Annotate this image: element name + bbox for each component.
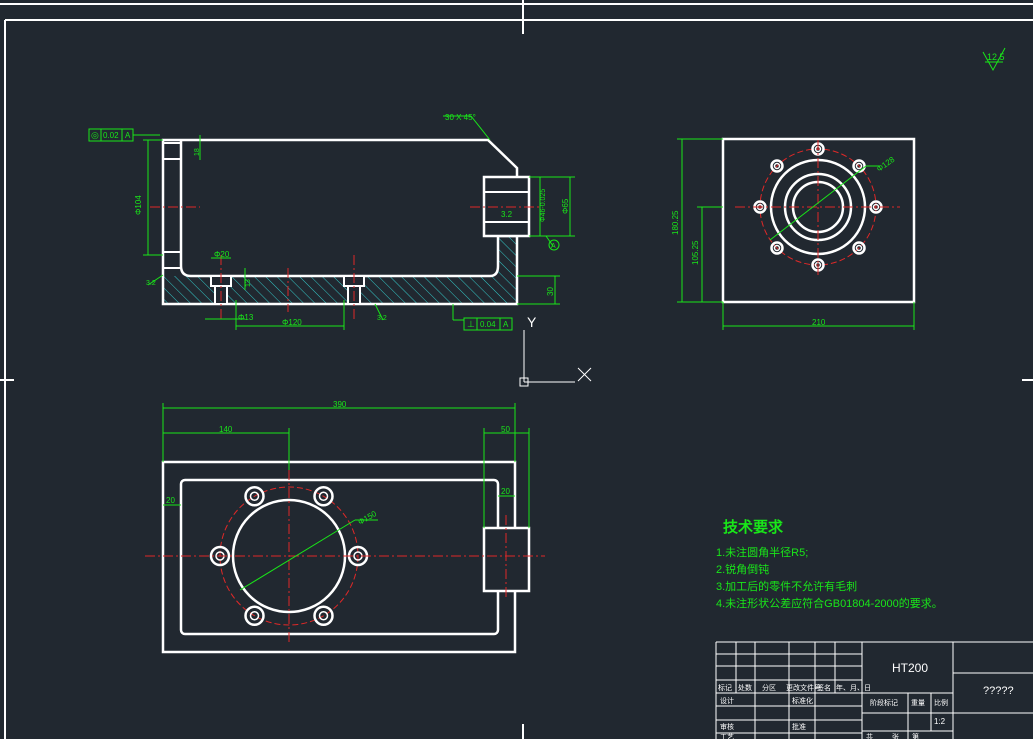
- roughness-value: 12.5: [987, 52, 1005, 62]
- svg-text:A: A: [125, 131, 131, 140]
- tb-header-zone: 分区: [762, 683, 776, 692]
- title-block[interactable]: 标记 处数 分区 更改文件号 签名 年、月、日 设计 标准化 审核 批准 工艺 …: [715, 641, 1033, 739]
- fcf-concentricity: ◎ 0.02 A: [88, 128, 160, 142]
- bolt-hole-inner: [318, 491, 329, 501]
- surface-roughness-symbol: 12.5: [982, 47, 1006, 72]
- bolt-hole: [313, 605, 334, 627]
- dim-height-left: Φ104: [134, 195, 143, 215]
- top-dim-edge-right: 20: [501, 487, 510, 496]
- tb-stage-mark: 阶段标记: [870, 698, 898, 707]
- dim-bore-width: Φ65: [561, 198, 570, 214]
- tb-header-change-doc: 更改文件号: [786, 683, 821, 692]
- bolt-hole-inner: [855, 162, 863, 170]
- front-centerlines: [150, 206, 540, 320]
- tb-part-name: ?????: [983, 685, 1014, 697]
- title-block-grid: [715, 641, 1033, 739]
- tb-scale-label: 比例: [934, 698, 948, 707]
- dim-cbore-depth: 13: [245, 279, 252, 287]
- tb-scale-value: 1:2: [934, 717, 946, 726]
- bolt-hole: [770, 241, 784, 255]
- svg-text:⊥: ⊥: [467, 319, 475, 329]
- top-dim-center-x: 140: [219, 425, 233, 434]
- dim-small-top: 18: [194, 148, 201, 156]
- front-dimension-lines: [143, 115, 575, 330]
- tb-material: HT200: [892, 661, 928, 675]
- dim-hole: Φ13: [238, 313, 254, 322]
- side-dim-bcd: Φ128: [875, 155, 897, 174]
- tech-req-item-2: 2.锐角倒钝: [716, 562, 769, 576]
- side-dim-width: 210: [812, 318, 826, 327]
- left-slot: [162, 142, 182, 269]
- top-dim-bcd: Φ150: [357, 509, 379, 527]
- side-view[interactable]: Φ128 180.25 105.25 210: [671, 137, 916, 330]
- tb-sheet-num: 第: [912, 732, 919, 739]
- bolt-hole: [770, 159, 784, 173]
- tb-row-standard: 标准化: [792, 696, 813, 705]
- top-dimension-lines: [162, 403, 530, 591]
- svg-text:0.04: 0.04: [480, 320, 496, 329]
- bolt-hole: [244, 605, 265, 627]
- svg-text:0.02: 0.02: [103, 131, 119, 140]
- top-dim-edge-left: 20: [166, 496, 175, 505]
- roughness-left: 3.2: [146, 280, 156, 287]
- tech-req-item-3: 3.加工后的零件不允许有毛刺: [716, 579, 857, 593]
- roughness-bottom: 3.2: [377, 315, 387, 322]
- dim-hole-spacing: Φ120: [282, 318, 302, 327]
- bolt-hole-inner: [318, 611, 329, 621]
- svg-text:A: A: [551, 243, 556, 250]
- tb-sheet-total: 共: [866, 732, 873, 739]
- ucs-y-label: Y: [527, 314, 537, 330]
- tech-req-title: 技术要求: [723, 518, 784, 536]
- tech-req-item-4: 4.未注形状公差应符合GB01804-2000的要求。: [716, 596, 943, 610]
- tb-row-review: 审核: [720, 722, 734, 731]
- side-centerlines: [735, 140, 900, 275]
- bolt-hole: [244, 485, 265, 507]
- fcf-perpendicularity: ⊥ 0.04 A: [463, 317, 513, 331]
- bolt-hole-inner: [773, 162, 781, 170]
- front-section-view[interactable]: Φ104 18 Φ46-0.025 Φ65 3.2 30 Φ20 13 Φ13 …: [88, 113, 575, 331]
- bolt-hole-inner: [872, 203, 880, 211]
- datum-marker: A: [548, 239, 560, 251]
- side-dim-center-height: 105.25: [691, 240, 700, 265]
- side-outline: [721, 137, 916, 304]
- dim-cbore: Φ20: [214, 250, 230, 259]
- top-centerlines: [145, 470, 545, 645]
- dim-bore-fit: Φ46-0.025: [540, 189, 547, 222]
- bolt-hole: [209, 545, 231, 567]
- front-inner-cavity: [179, 140, 517, 278]
- tb-header-sign: 签名: [817, 683, 831, 692]
- svg-text:◎: ◎: [91, 130, 99, 140]
- bolt-hole: [313, 485, 334, 507]
- chamfer-note: 30 X 45°: [445, 113, 476, 122]
- dim-bore-depth: 3.2: [501, 210, 513, 219]
- tb-header-date: 年、月、日: [836, 683, 871, 692]
- dim-base-thick: 30: [546, 287, 555, 296]
- top-view[interactable]: 390 140 50 20 20 Φ150: [145, 400, 545, 654]
- tb-row-design: 设计: [720, 696, 734, 705]
- tb-header-mark: 标记: [718, 683, 732, 692]
- tech-req-item-1: 1.未注圆角半径R5;: [716, 545, 808, 559]
- tb-header-count: 处数: [738, 683, 752, 692]
- bolt-hole-inner: [249, 491, 260, 501]
- tb-row-approve: 批准: [792, 722, 806, 731]
- bolt-hole-inner: [773, 244, 781, 252]
- ucs-icon: Y: [519, 314, 592, 387]
- bolt-hole: [852, 241, 866, 255]
- top-dim-length: 390: [333, 400, 347, 409]
- tb-weight: 重量: [911, 699, 925, 707]
- side-dim-height: 180.25: [671, 210, 680, 235]
- bolt-hole-inner: [249, 611, 260, 621]
- top-dim-boss: 50: [501, 425, 510, 434]
- bolt-hole-inner: [855, 244, 863, 252]
- technical-requirements: 技术要求 1.未注圆角半径R5; 2.锐角倒钝 3.加工后的零件不允许有毛刺 4…: [716, 518, 943, 610]
- side-dimension-lines: [677, 138, 915, 330]
- tb-row-process: 工艺: [720, 733, 734, 739]
- svg-text:A: A: [503, 320, 509, 329]
- tb-sheet-label: 张: [892, 732, 899, 739]
